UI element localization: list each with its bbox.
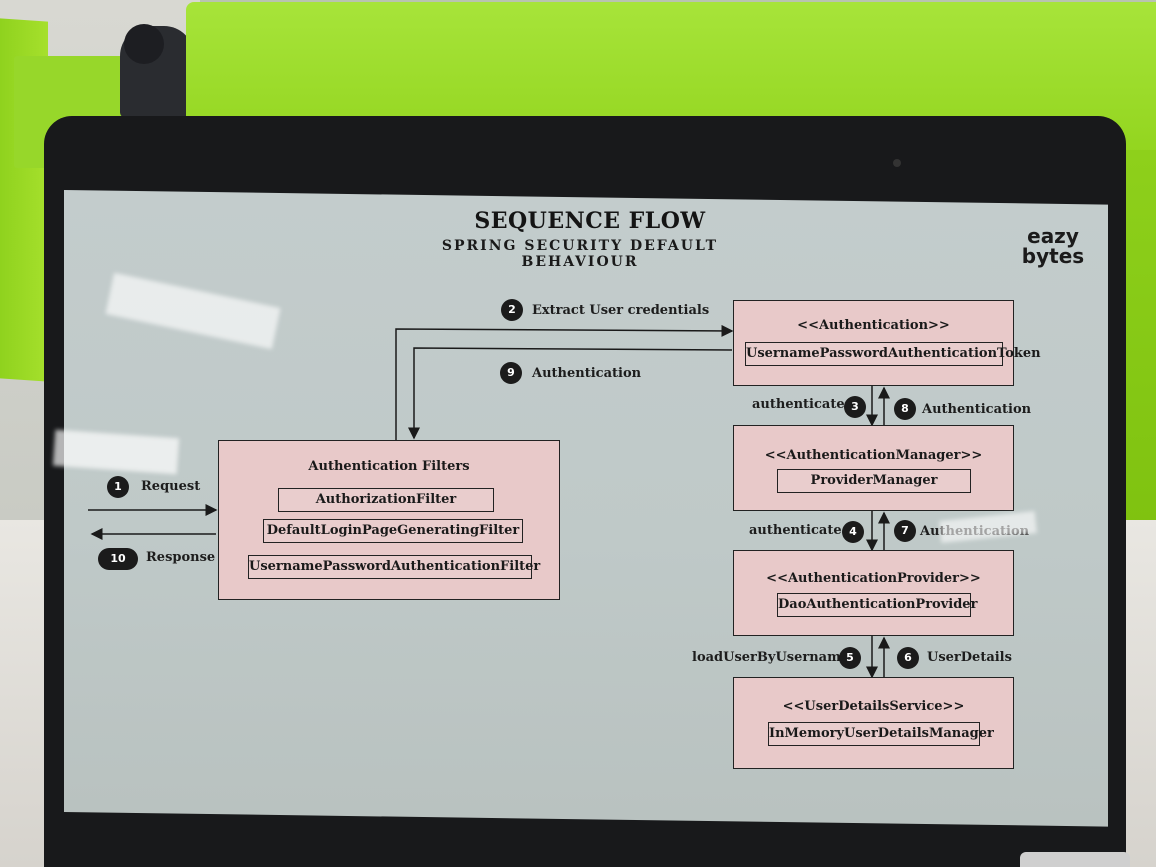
step-badge: 6	[897, 647, 919, 669]
step-label: Request	[141, 479, 201, 494]
laptop-base-edge	[1020, 852, 1130, 867]
step-label: authenticate()	[752, 397, 857, 412]
authentication-return-arrow	[408, 347, 733, 440]
authentication-box-title: <<Authentication>>	[797, 318, 950, 333]
person-head	[124, 24, 164, 64]
step-badge: 8	[894, 398, 916, 420]
step-badge: 10	[98, 548, 138, 570]
authentication-manager-title: <<AuthenticationManager>>	[764, 448, 983, 463]
authentication-token-item: UsernamePasswordAuthenticationToken	[745, 342, 1041, 366]
step-label: authenticate()	[749, 523, 854, 538]
logo-line-1: eazy	[1027, 224, 1079, 248]
step-label: Authentication	[532, 366, 642, 381]
provider-manager-item: ProviderManager	[777, 469, 971, 493]
webcam-icon	[893, 159, 901, 167]
user-details-service-title: <<UserDetailsService>>	[782, 699, 965, 714]
dao-provider-item: DaoAuthenticationProvider	[777, 593, 977, 617]
logo-line-2: bytes	[1021, 244, 1085, 268]
green-partition-right	[1120, 150, 1156, 530]
step-badge: 2	[501, 299, 523, 321]
step-badge: 5	[839, 647, 861, 669]
step-badge: 1	[107, 476, 129, 498]
eazybytes-logo: eazy bytes	[1018, 226, 1088, 266]
step-label: Authentication	[922, 402, 1032, 417]
step-badge: 9	[500, 362, 522, 384]
authentication-provider-title: <<AuthenticationProvider>>	[766, 571, 981, 586]
step-label: UserDetails	[927, 650, 1012, 665]
step-label: Response	[146, 550, 216, 565]
step-label: loadUserByUsername()	[692, 650, 862, 665]
filter-item: AuthorizationFilter	[278, 488, 494, 512]
filter-item: DefaultLoginPageGeneratingFilter	[263, 519, 523, 543]
filter-item: UsernamePasswordAuthenticationFilter	[248, 555, 540, 579]
step-badge: 4	[842, 521, 864, 543]
step-label: Extract User credentials	[532, 303, 710, 318]
in-memory-manager-item: InMemoryUserDetailsManager	[768, 722, 994, 746]
step-badge: 3	[844, 396, 866, 418]
authentication-manager-box: <<AuthenticationManager>>	[733, 425, 1014, 511]
slide-title: SEQUENCE FLOW	[474, 208, 706, 234]
step-badge: 7	[894, 520, 916, 542]
filters-box-title: Authentication Filters	[308, 459, 470, 474]
extract-credentials-arrow	[395, 324, 734, 440]
slide-subtitle: SPRING SECURITY DEFAULT BEHAVIOUR	[441, 238, 719, 270]
